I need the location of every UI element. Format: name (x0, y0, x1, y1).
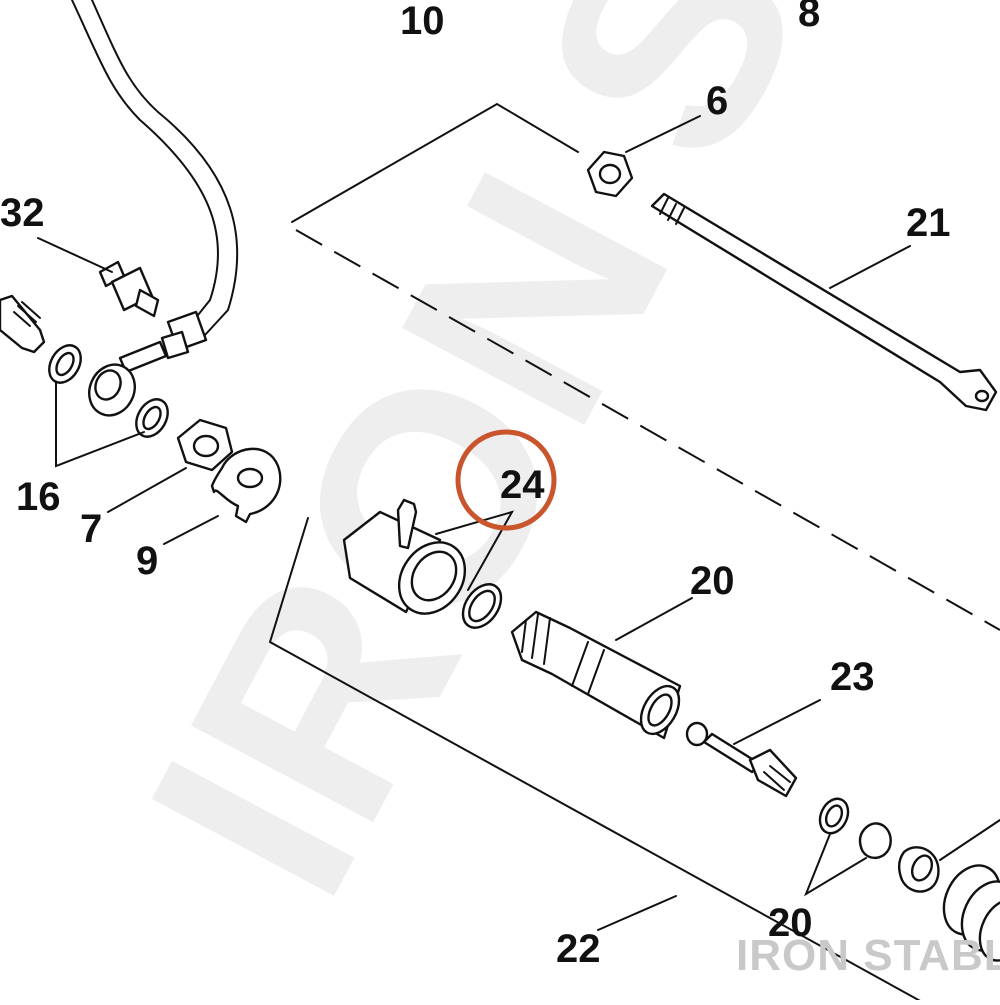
callout-24: 24 (500, 463, 545, 507)
part-23-rod (685, 721, 798, 798)
callout-10: 10 (400, 0, 445, 43)
leader-7 (107, 467, 187, 513)
part-24-cylinder-body (342, 498, 467, 615)
leader-20b (803, 833, 867, 897)
leader-6 (625, 115, 701, 153)
banjo-fitting (88, 363, 136, 417)
part-9-lockwasher (210, 447, 282, 524)
left-fitting-bolt (0, 294, 46, 354)
part-24-oring (461, 583, 503, 629)
callout-6: 6 (706, 79, 728, 123)
leader-21 (829, 245, 911, 289)
leader-23 (733, 699, 821, 745)
group-boundary (268, 102, 1000, 1005)
part-6-nut (586, 150, 634, 198)
part-21-pushrod (650, 192, 998, 412)
callout-7: 7 (80, 507, 102, 551)
leader-24 (435, 510, 515, 591)
return-spring (939, 819, 1000, 962)
brand-logo-text: IRON STABLE (736, 931, 1000, 980)
leader-9 (163, 515, 219, 545)
leader-16 (55, 381, 145, 468)
part-7-nut (176, 418, 234, 472)
callout-labels: 10 8 6 21 32 16 7 9 24 20 23 20 22 (0, 0, 951, 971)
part-20-rings (818, 797, 940, 893)
boundary-upper (291, 102, 579, 223)
boundary-lower (268, 517, 930, 1005)
boundary-dashed (295, 229, 1000, 631)
brake-line-tube (71, 0, 239, 374)
callout-22: 22 (556, 927, 601, 971)
highlight-circle (455, 429, 557, 531)
part-16-washers (48, 344, 169, 438)
leader-20a (615, 597, 693, 641)
callout-16: 16 (16, 475, 61, 519)
leader-22 (597, 895, 677, 931)
callout-8: 8 (798, 0, 820, 35)
callout-21: 21 (906, 201, 951, 245)
leader-32 (37, 237, 113, 273)
callout-23: 23 (830, 655, 875, 699)
part-20-piston (510, 610, 682, 740)
callout-9: 9 (136, 539, 158, 583)
callout-32: 32 (0, 191, 45, 235)
callout-20-rings: 20 (768, 901, 813, 945)
callout-20-piston: 20 (690, 559, 735, 603)
part-32-switch (98, 260, 160, 318)
